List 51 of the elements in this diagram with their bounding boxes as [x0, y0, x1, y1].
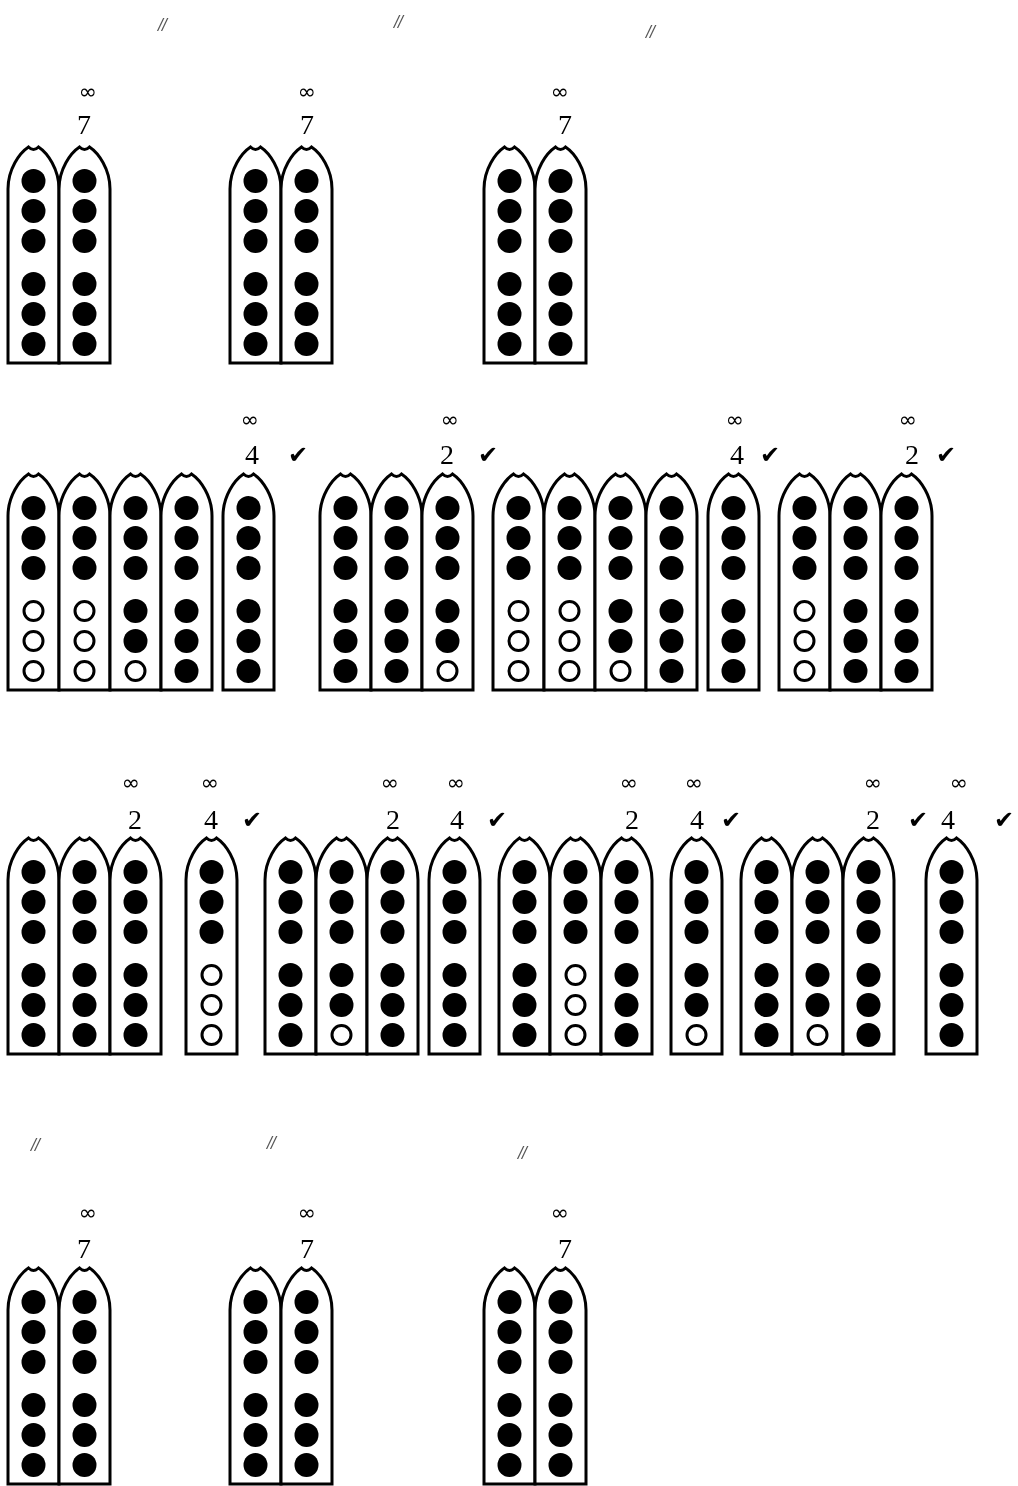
infinity-symbol: ∞: [121, 772, 141, 794]
check-mark: ✔: [241, 808, 263, 832]
check-mark: ✔: [720, 808, 742, 832]
infinity-symbol: ∞: [297, 1202, 317, 1224]
number-label: 4: [204, 806, 218, 834]
number-label: 2: [866, 806, 880, 834]
check-mark: ✔: [759, 443, 781, 467]
number-label: 7: [300, 111, 314, 139]
infinity-symbol: ∞: [949, 772, 969, 794]
check-mark: ✔: [477, 443, 499, 467]
number-label: 4: [730, 441, 744, 469]
infinity-symbol: ∞: [619, 772, 639, 794]
slash-mark: //: [30, 1137, 40, 1153]
number-label: 7: [558, 1235, 572, 1263]
infinity-symbol: ∞: [297, 81, 317, 103]
check-mark: ✔: [486, 808, 508, 832]
check-mark: ✔: [907, 808, 929, 832]
slash-mark: //: [157, 17, 167, 33]
number-label: 2: [440, 441, 454, 469]
number-label: 2: [128, 806, 142, 834]
number-label: 7: [77, 111, 91, 139]
check-mark: ✔: [935, 443, 957, 467]
number-label: 2: [386, 806, 400, 834]
infinity-symbol: ∞: [863, 772, 883, 794]
infinity-symbol: ∞: [898, 409, 918, 431]
check-mark: ✔: [993, 808, 1015, 832]
infinity-symbol: ∞: [380, 772, 400, 794]
number-label: 2: [625, 806, 639, 834]
slash-mark: //: [393, 14, 403, 30]
number-label: 7: [300, 1235, 314, 1263]
infinity-symbol: ∞: [78, 1202, 98, 1224]
infinity-symbol: ∞: [550, 1202, 570, 1224]
slash-mark: //: [517, 1145, 527, 1161]
number-label: 4: [941, 806, 955, 834]
infinity-symbol: ∞: [200, 772, 220, 794]
infinity-symbol: ∞: [78, 81, 98, 103]
slash-mark: //: [645, 24, 655, 40]
infinity-symbol: ∞: [684, 772, 704, 794]
slash-mark: //: [266, 1135, 276, 1151]
number-label: 7: [77, 1235, 91, 1263]
number-label: 4: [690, 806, 704, 834]
infinity-symbol: ∞: [550, 81, 570, 103]
infinity-symbol: ∞: [446, 772, 466, 794]
check-mark: ✔: [287, 443, 309, 467]
infinity-symbol: ∞: [240, 409, 260, 431]
number-label: 2: [905, 441, 919, 469]
number-label: 7: [558, 111, 572, 139]
infinity-symbol: ∞: [440, 409, 460, 431]
infinity-symbol: ∞: [725, 409, 745, 431]
number-label: 4: [245, 441, 259, 469]
number-label: 4: [450, 806, 464, 834]
